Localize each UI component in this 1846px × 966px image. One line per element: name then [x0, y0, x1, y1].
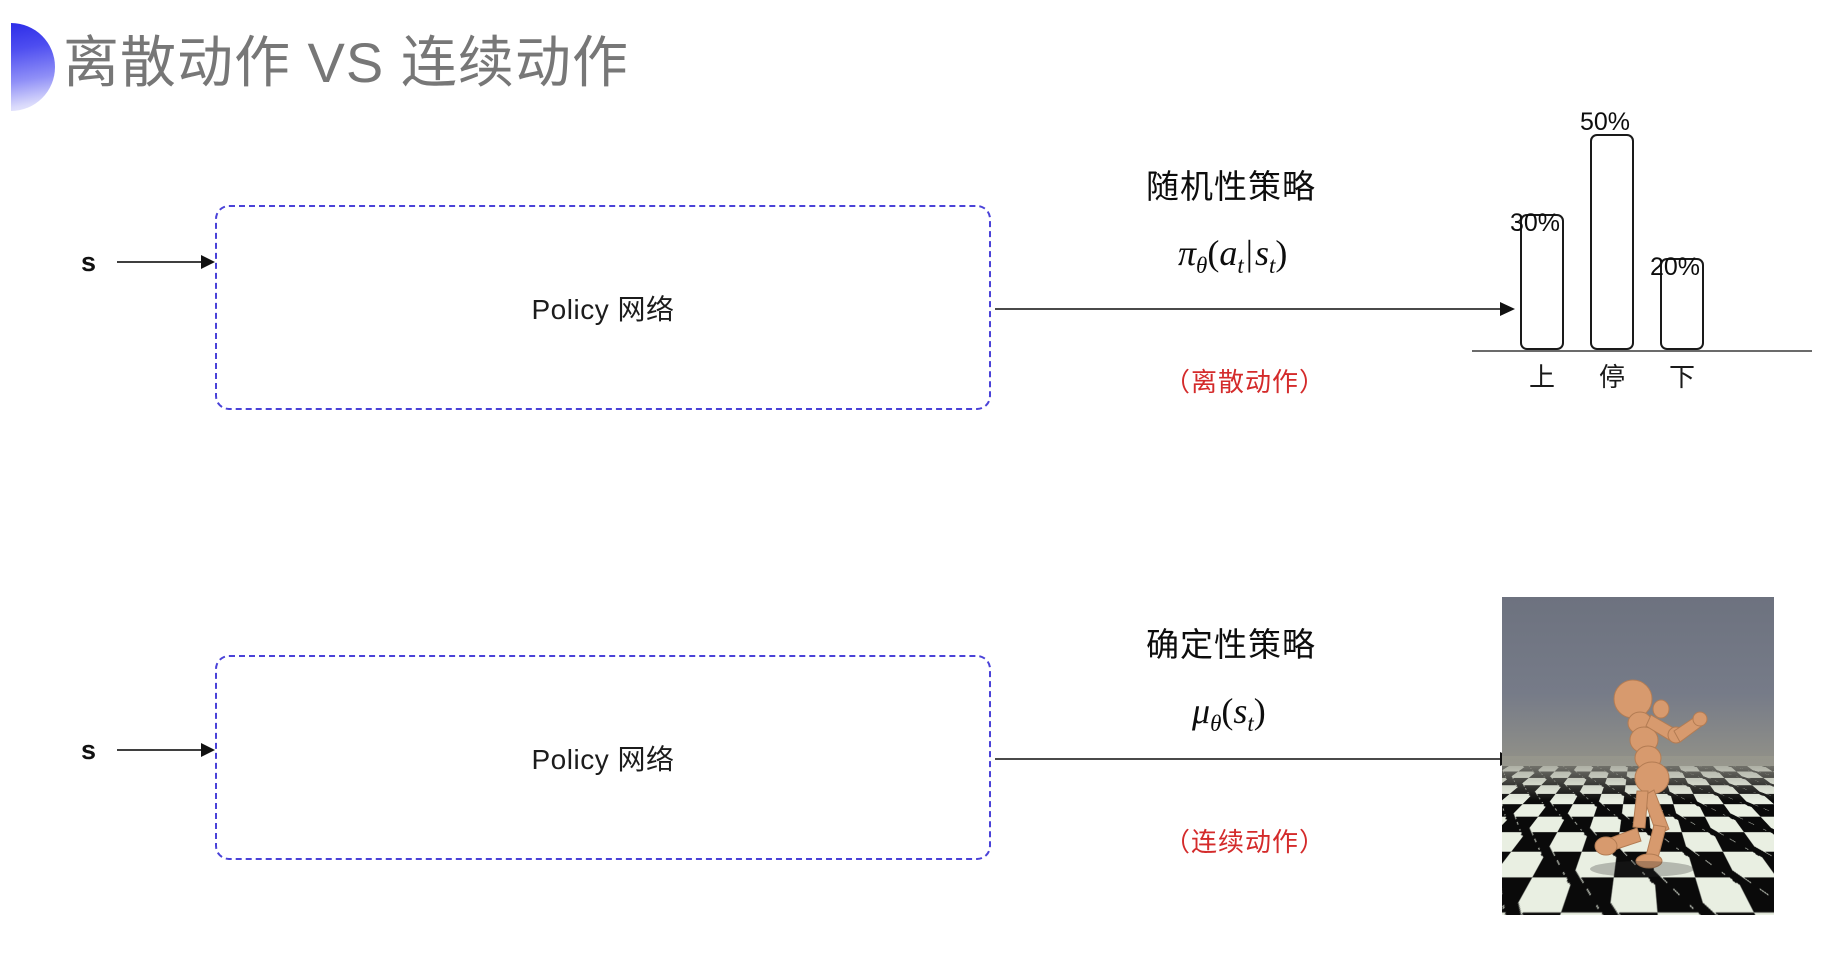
input-arrow-row2: [117, 743, 215, 757]
deterministic-policy-title: 确定性策略: [1146, 626, 1316, 663]
formula-fn: μ: [1192, 691, 1211, 731]
bar-value-down: 20%: [1650, 253, 1701, 281]
arrow-shaft: [117, 749, 202, 751]
bar-stop: [1590, 134, 1634, 350]
formula-cond: s: [1254, 233, 1269, 273]
continuous-action-note: （连续动作）: [1164, 827, 1327, 857]
bar-value-up: 30%: [1510, 209, 1561, 237]
bar-value-stop: 50%: [1580, 108, 1631, 136]
policy-network-label: Policy 网络: [531, 293, 675, 325]
state-label-row1: s: [81, 247, 97, 277]
discrete-action-note: （离散动作）: [1164, 367, 1327, 397]
stochastic-policy-formula: πθ(at|st): [1178, 232, 1287, 279]
arrow-head: [201, 743, 215, 757]
bar-category-down: 下: [1668, 362, 1695, 392]
input-arrow-row1: [117, 255, 215, 269]
arrow-head: [201, 255, 215, 269]
stochastic-policy-title: 随机性策略: [1146, 168, 1316, 205]
bar-down: [1660, 258, 1704, 350]
policy-network-box-row1[interactable]: Policy 网络: [215, 205, 991, 410]
arrow-shaft: [117, 261, 202, 263]
formula-close-paren: ): [1253, 691, 1266, 731]
state-label-row2: s: [81, 735, 97, 765]
output-arrow-row1: [995, 302, 1515, 316]
output-arrow-row2: [995, 752, 1515, 766]
arrow-shaft: [995, 308, 1501, 310]
formula-arg: a: [1219, 233, 1238, 273]
bar-category-stop: 停: [1598, 362, 1625, 392]
deterministic-policy-formula: μθ(st): [1192, 690, 1266, 737]
formula-open-paren: (: [1221, 691, 1234, 731]
policy-network-box-row2[interactable]: Policy 网络: [215, 655, 991, 860]
arrow-shaft: [995, 758, 1501, 760]
formula-cond-sub: t: [1268, 253, 1276, 279]
formula-arg-sub: t: [1237, 253, 1244, 279]
formula-separator: |: [1245, 233, 1253, 273]
formula-param: θ: [1196, 253, 1208, 279]
formula-param: θ: [1210, 711, 1222, 737]
chart-x-axis: [1472, 350, 1812, 352]
bar-up: [1520, 214, 1564, 350]
formula-close-paren: ): [1275, 233, 1288, 273]
half-circle-gradient-icon: [11, 23, 55, 111]
policy-network-label: Policy 网络: [531, 743, 675, 775]
bar-category-up: 上: [1528, 362, 1555, 392]
arrow-head: [1500, 302, 1515, 316]
formula-arg-sub: t: [1247, 711, 1254, 737]
formula-fn: π: [1178, 233, 1197, 273]
formula-open-paren: (: [1207, 233, 1220, 273]
mujoco-humanoid-render: [1502, 597, 1774, 915]
formula-arg: s: [1233, 691, 1248, 731]
humanoid-figure-icon: [1590, 679, 1708, 877]
page-title: 离散动作 VS 连续动作: [63, 31, 629, 94]
action-probability-bar-chart: 30% 上 50% 停 20% 下: [1472, 96, 1812, 396]
